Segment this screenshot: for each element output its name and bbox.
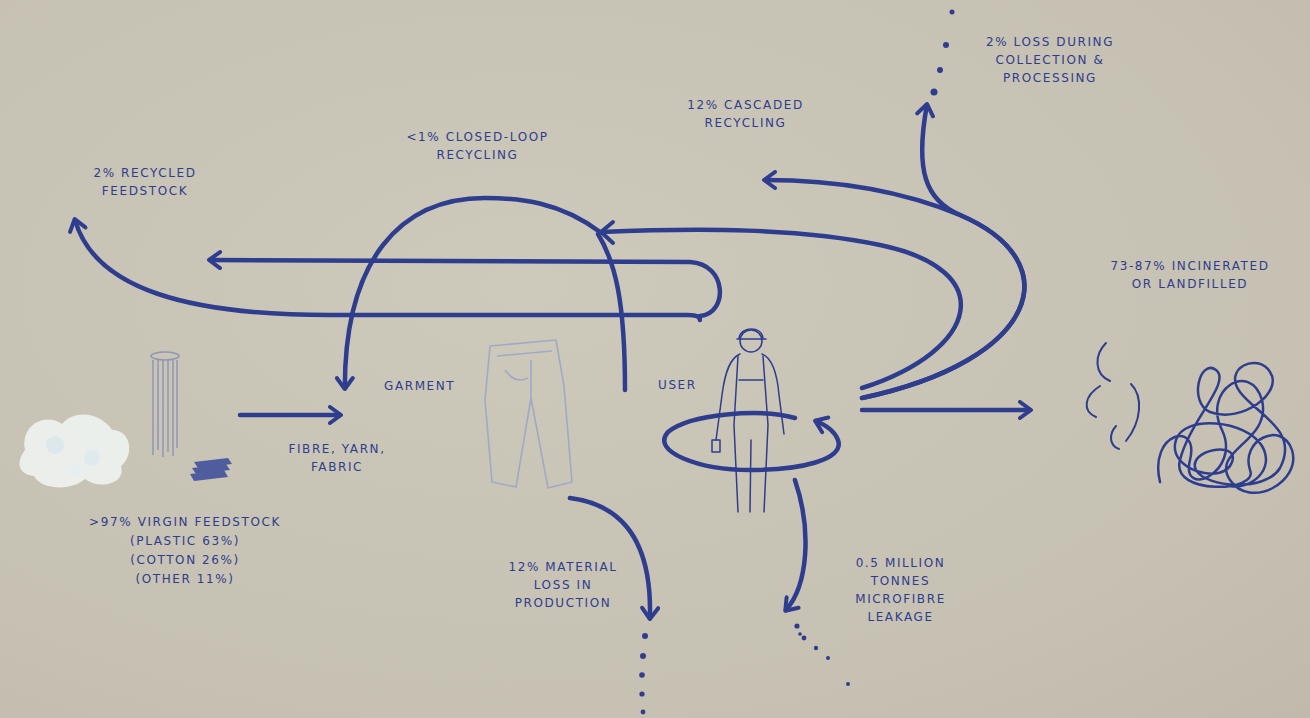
- node-text: (PLASTIC 63%): [45, 532, 325, 550]
- node-text: 2% RECYCLED FEEDSTOCK: [80, 164, 210, 200]
- flow-node: USER: [625, 320, 862, 480]
- node-text: 73-87% INCINERATED OR LANDFILLED: [1110, 257, 1270, 293]
- fabric-stack: [190, 458, 232, 481]
- node-text: 12% MATERIAL LOSS IN PRODUCTION: [493, 558, 633, 612]
- landfill-tangle: [1158, 363, 1293, 493]
- flow-arrow: [345, 198, 961, 388]
- user-head: [740, 330, 762, 352]
- node-text: GARMENT: [384, 377, 455, 395]
- user-hand-item: [712, 440, 720, 452]
- node-text: 0.5 MILLION TONNES MICROFIBRE LEAKAGE: [838, 554, 963, 626]
- node-text: (OTHER 11%): [45, 570, 325, 588]
- user-figure: [712, 329, 784, 512]
- loss-dots: [639, 10, 954, 715]
- user-coverall: [734, 356, 768, 512]
- closed-loop-arc: [598, 234, 625, 390]
- node-text: >97% VIRGIN FEEDSTOCK: [45, 513, 325, 531]
- flow-node: 12% CASCADED RECYCLING: [675, 92, 765, 187]
- flow-arrow: [240, 413, 340, 418]
- node-text: USER: [658, 376, 697, 394]
- flow-arrow: [75, 220, 700, 320]
- flow-node: 12% MATERIAL LOSS IN PRODUCTION: [485, 558, 655, 618]
- flow-node: 0.5 MILLION TONNES MICROFIBRE LEAKAGE: [786, 550, 1014, 640]
- flow-node: >97% VIRGIN FEEDSTOCK(PLASTIC 63%)(COTTO…: [15, 345, 240, 595]
- node-text: 2% LOSS DURING COLLECTION & PROCESSING: [970, 33, 1130, 87]
- node-text: (COTTON 26%): [45, 551, 325, 569]
- cotton-shade: [69, 464, 81, 476]
- flow-arrow: [862, 105, 1024, 398]
- user-arms: [716, 354, 784, 440]
- hairpin-line: [210, 260, 720, 316]
- user-cap: [737, 329, 766, 339]
- cotton-shade: [46, 436, 64, 454]
- flow-node: 73-87% INCINERATED OR LANDFILLED: [1030, 255, 1310, 495]
- smoke-swirls: [1087, 343, 1139, 449]
- flow-node: 2% RECYCLED FEEDSTOCK: [60, 160, 220, 220]
- cotton-shade: [84, 450, 100, 466]
- spool-top: [151, 352, 179, 360]
- garment-sketch: [485, 340, 572, 488]
- flow-arrow: [786, 480, 806, 610]
- flow-label: FIBRE, YARN, FABRIC: [272, 440, 402, 476]
- flow-label: <1% CLOSED-LOOP RECYCLING: [395, 128, 560, 164]
- flow-node: 2% LOSS DURING COLLECTION & PROCESSING: [920, 5, 1130, 105]
- flow-arrow: [862, 408, 1030, 413]
- cotton-blob: [20, 415, 130, 488]
- merge-arrow: [601, 222, 613, 243]
- use-loop: [664, 413, 838, 470]
- yarn-threads: [153, 360, 177, 457]
- node-text: 12% CASCADED RECYCLING: [678, 96, 813, 132]
- flow-arrow: [765, 180, 1024, 398]
